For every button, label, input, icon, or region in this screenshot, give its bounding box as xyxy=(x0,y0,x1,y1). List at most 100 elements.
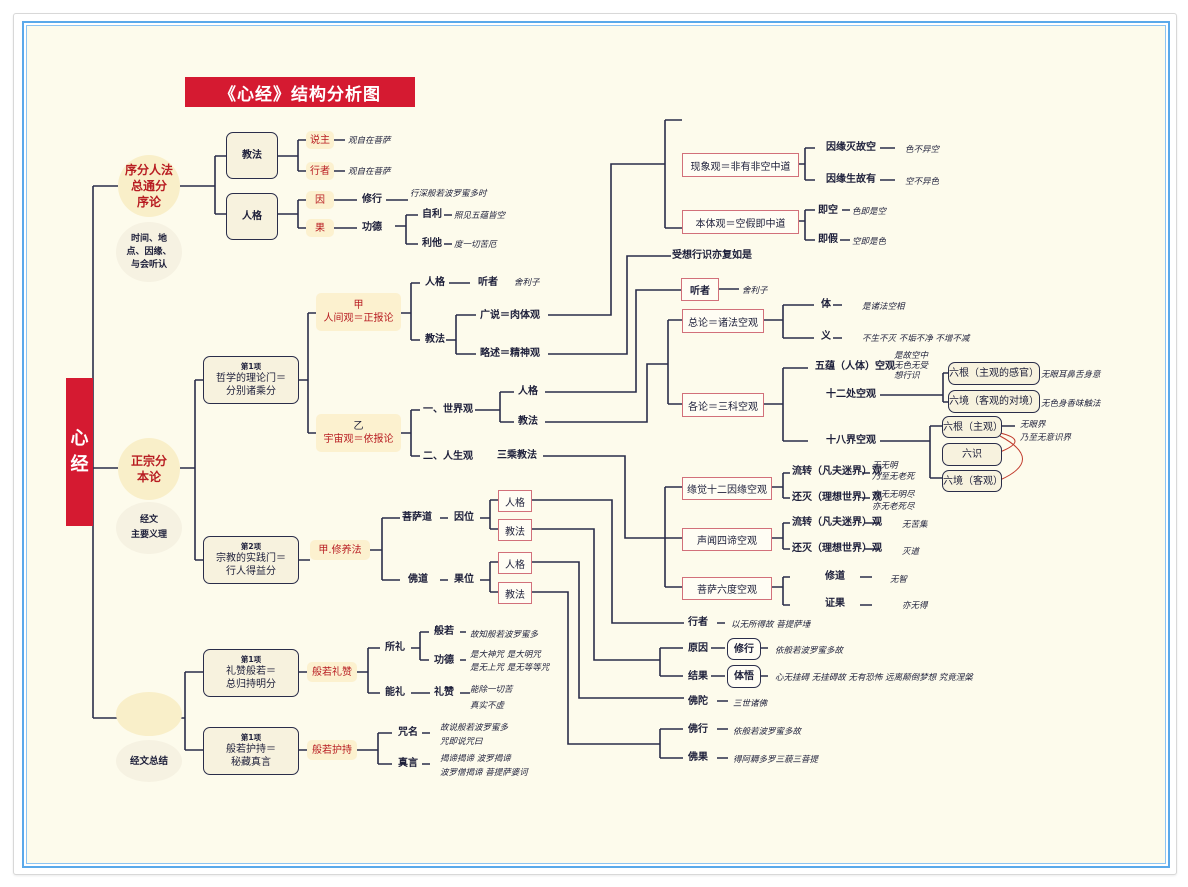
node-foxing[interactable]: 佛行 xyxy=(688,724,708,735)
node-xingzhe[interactable]: 行者 xyxy=(306,162,334,180)
node-fotuo[interactable]: 佛陀 xyxy=(688,696,708,707)
node-lizan[interactable]: 般若礼赞 xyxy=(307,662,357,682)
node-wuyun[interactable]: 五蕴（人体）空观 xyxy=(815,361,895,372)
node-yinyuanmie[interactable]: 因缘灭故空 xyxy=(826,142,876,153)
node-yinyuansheng[interactable]: 因缘生故有 xyxy=(826,174,876,185)
node-jijia[interactable]: 即假 xyxy=(818,234,838,245)
node-xingzhe-r[interactable]: 行者 xyxy=(688,617,708,628)
node-shuozhu[interactable]: 说主 xyxy=(306,131,334,149)
jikong-value: 色即是空 xyxy=(852,207,887,217)
node-yin[interactable]: 因 xyxy=(306,191,334,209)
node-jieguo[interactable]: 结果 xyxy=(688,671,708,682)
sec3-item2-line1: 般若护持＝ xyxy=(226,744,276,755)
node-liugen2[interactable]: 六根（主观） xyxy=(942,416,1003,438)
node-zili[interactable]: 自利 xyxy=(422,209,442,220)
node-foguo[interactable]: 佛果 xyxy=(688,752,708,763)
node-tingzhe-r[interactable]: 听者 xyxy=(681,278,719,301)
node-pusadao[interactable]: 菩萨道 xyxy=(402,512,432,523)
node-sec3-item1[interactable]: 第1项 礼赞般若＝ 总归持明分 xyxy=(203,649,299,697)
node-yuanyin[interactable]: 原因 xyxy=(688,643,708,654)
zhouming-value: 故说般若波罗蜜多 咒即说咒曰 xyxy=(440,721,508,749)
sec2-note-l1: 经文 xyxy=(139,515,158,525)
node-xianxiang[interactable]: 现象观＝非有非空中道 xyxy=(682,153,799,177)
node-yi-yuzhouguan[interactable]: 乙 宇宙观＝依报论 xyxy=(316,414,401,452)
node-jikong[interactable]: 即空 xyxy=(818,205,838,216)
gongde-value-l1: 是大神咒 是大明咒 xyxy=(470,650,541,660)
node-huanmie1[interactable]: 还灭（理想世界）观 xyxy=(792,492,882,503)
node-tiwu[interactable]: 体悟 xyxy=(727,665,761,688)
node-xiuyang[interactable]: 甲.修养法 xyxy=(310,540,370,560)
node-yinwei[interactable]: 因位 xyxy=(454,512,474,523)
node-guo[interactable]: 果 xyxy=(306,219,334,237)
node-shier[interactable]: 十二处空观 xyxy=(826,389,876,400)
node-shengwen[interactable]: 声闻四谛空观 xyxy=(682,528,772,551)
zhenyan-value-l2: 波罗僧揭谛 菩提萨婆诃 xyxy=(440,768,528,778)
jijia-value: 空即是色 xyxy=(852,237,887,247)
huanmie2-value: 灭道 xyxy=(902,547,920,557)
node-zhouming[interactable]: 咒名 xyxy=(398,727,418,738)
node-py-jiaofa[interactable]: 教法 xyxy=(498,519,532,541)
node-renge-2[interactable]: 人格 xyxy=(425,277,445,288)
node-suoli[interactable]: 所礼 xyxy=(385,642,405,653)
node-xiudao[interactable]: 修道 xyxy=(825,571,845,582)
node-benti[interactable]: 本体观＝空假即中道 xyxy=(682,210,799,234)
node-huanmie2[interactable]: 还灭（理想世界）观 xyxy=(792,543,882,554)
zhenyan-value-l1: 揭谛揭谛 波罗揭谛 xyxy=(440,754,511,764)
node-sanchen[interactable]: 三乘教法 xyxy=(497,450,537,461)
node-fodao[interactable]: 佛道 xyxy=(408,574,428,585)
node-xiuxing-r[interactable]: 修行 xyxy=(727,638,761,660)
node-sec3-item2[interactable]: 第1项 般若护持＝ 秘藏真言 xyxy=(203,727,299,775)
node-fg-renge[interactable]: 人格 xyxy=(498,552,532,574)
node-gongde-3[interactable]: 功德 xyxy=(434,655,454,666)
shuozhu-value: 观自在菩萨 xyxy=(348,136,391,146)
node-lizan2[interactable]: 礼赞 xyxy=(434,687,454,698)
node-jia-renjianguan[interactable]: 甲 人间观＝正报论 xyxy=(316,293,401,331)
yi-value: 不生不灭 不垢不净 不增不减 xyxy=(862,334,970,344)
node-shiba[interactable]: 十八界空观 xyxy=(826,435,876,446)
huanmie1-value-l2: 亦无老死尽 xyxy=(872,502,915,512)
node-guangshuo[interactable]: 广说＝肉体观 xyxy=(480,310,540,321)
node-renge[interactable]: 人格 xyxy=(226,193,278,240)
zhouming-value-l1: 故说般若波罗蜜多 xyxy=(440,723,509,733)
node-liujing2[interactable]: 六境（客观） xyxy=(942,470,1003,492)
node-jiaofa[interactable]: 教法 xyxy=(226,132,278,179)
node-guowei[interactable]: 果位 xyxy=(454,574,474,585)
node-jiaofa-2[interactable]: 教法 xyxy=(425,334,445,345)
node-tingzhe[interactable]: 听者 xyxy=(478,277,498,288)
jieguo-value: 心无挂碍 无挂碍故 无有恐怖 远离颠倒梦想 究竟涅槃 xyxy=(775,673,973,683)
node-nengli[interactable]: 能礼 xyxy=(385,687,405,698)
node-ti[interactable]: 体 xyxy=(821,299,831,310)
sec1-circle[interactable]: 序分人法 总通分 序论 xyxy=(118,155,180,217)
node-gelun[interactable]: 各论＝三科空观 xyxy=(682,393,764,417)
node-pusa6[interactable]: 菩萨六度空观 xyxy=(682,577,772,600)
node-shijieguan[interactable]: 一、世界观 xyxy=(423,404,473,415)
sec3-circle[interactable] xyxy=(116,692,182,736)
node-liujing1[interactable]: 六境（客观的对境） xyxy=(948,390,1040,413)
node-py-renge[interactable]: 人格 xyxy=(498,490,532,512)
node-sj-renge[interactable]: 人格 xyxy=(518,386,538,397)
node-renshengguan[interactable]: 二、人生观 xyxy=(423,451,473,462)
node-lita[interactable]: 利他 xyxy=(422,238,442,249)
sec2-circle[interactable]: 正宗分 本论 xyxy=(118,438,180,500)
node-liuzhuan1[interactable]: 流转（凡夫迷界）观 xyxy=(792,466,882,477)
node-liushi[interactable]: 六识 xyxy=(942,443,1002,466)
yi-text: 宇宙观＝依报论 xyxy=(323,434,394,445)
node-yi-r[interactable]: 义 xyxy=(821,331,831,342)
node-xiuxing[interactable]: 修行 xyxy=(362,194,382,205)
node-item1-theory[interactable]: 第1项 哲学的理论门＝ 分别诸乘分 xyxy=(203,356,299,404)
node-banruo[interactable]: 般若 xyxy=(434,626,454,637)
sec3-item2-tag: 第1项 xyxy=(240,733,262,742)
node-zhengguo[interactable]: 证果 xyxy=(825,598,845,609)
node-sj-jiaofa[interactable]: 教法 xyxy=(518,416,538,427)
node-huchi[interactable]: 般若护持 xyxy=(307,740,357,760)
node-zonglun[interactable]: 总论＝诸法空观 xyxy=(682,309,764,333)
node-yuanjue[interactable]: 缘觉十二因缘空观 xyxy=(682,477,772,500)
node-gongde[interactable]: 功德 xyxy=(362,222,382,233)
node-item2-practice[interactable]: 第2项 宗教的实践门＝ 行人得益分 xyxy=(203,536,299,584)
node-lueshu[interactable]: 略述＝精神观 xyxy=(480,348,540,359)
node-zhenyan[interactable]: 真言 xyxy=(398,758,418,769)
node-liugen1[interactable]: 六根（主观的感官） xyxy=(948,362,1040,385)
yi-label: 乙 xyxy=(353,421,364,432)
node-liuzhuan2[interactable]: 流转（凡夫迷界）观 xyxy=(792,517,882,528)
node-fg-jiaofa[interactable]: 教法 xyxy=(498,582,532,604)
